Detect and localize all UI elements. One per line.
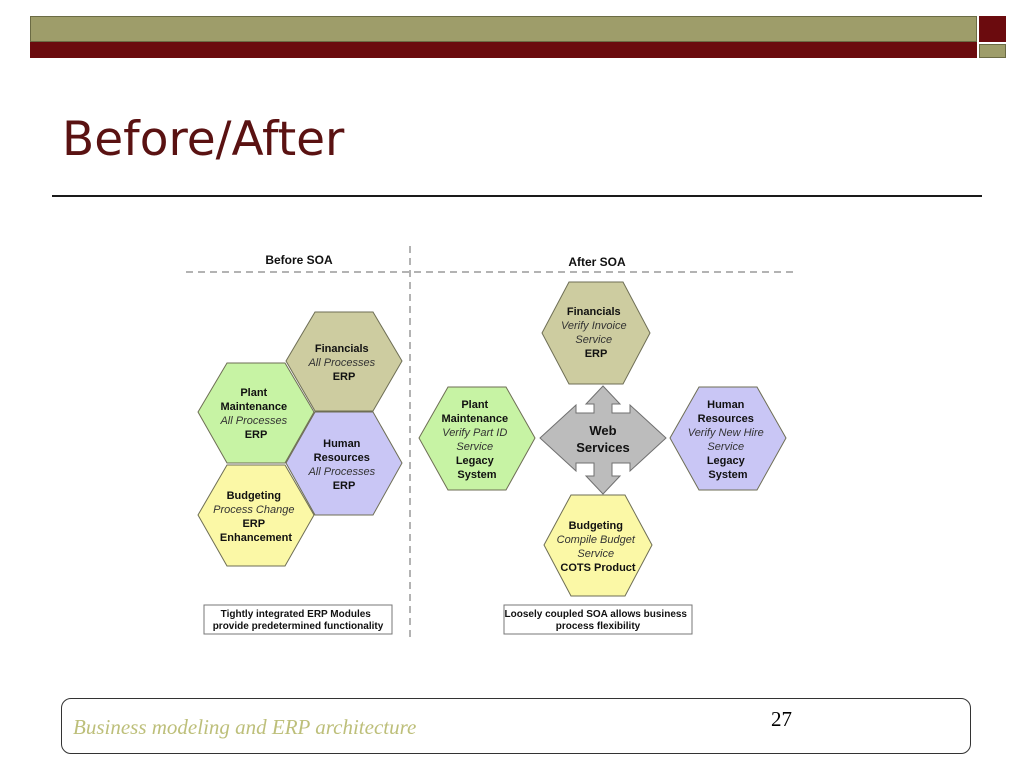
before-caption-text: Tightly integrated ERP Modules provide p… (213, 604, 384, 632)
after-budget-text: Budgeting Compile Budget Service COTS Pr… (557, 516, 640, 574)
web-services-label-line2: Services (576, 440, 630, 455)
banner-olive-bar (30, 16, 977, 42)
before-soa-header: Before SOA (265, 253, 333, 267)
before-human-text: Human Resources All Processes ERP (307, 434, 379, 492)
before-financials-text: Financials All Processes ERP (307, 339, 379, 383)
after-budget-hex (543, 494, 653, 597)
top-banner (30, 16, 1006, 58)
after-soa-header: After SOA (568, 255, 626, 269)
page-number: 27 (771, 707, 792, 731)
before-financials-hex (285, 311, 403, 412)
before-caption-box (203, 604, 393, 635)
before-plant-hex (197, 362, 315, 464)
after-human-hex (669, 386, 787, 491)
banner-maroon-bar (30, 42, 977, 58)
before-human-hex (285, 411, 403, 516)
web-services-arrow (539, 385, 667, 495)
title-underline (52, 195, 982, 197)
web-services-label-line1: Web (589, 423, 616, 438)
after-financials-text: Financials Verify Invoice Service ERP (561, 302, 631, 360)
after-human-text: Human Resources Verify New Hire Service … (688, 395, 768, 481)
after-plant-text: Plant Maintenance Verify Part ID Service… (441, 395, 512, 481)
after-plant-hex (418, 386, 536, 491)
slide-title: Before/After (62, 112, 345, 167)
before-budget-text: Budgeting Process Change ERP Enhancement (213, 486, 299, 544)
footer-box: Business modeling and ERP architecture 2… (61, 698, 971, 754)
banner-corner-square-bottom (979, 44, 1006, 58)
after-financials-hex (541, 281, 651, 385)
after-caption-box (503, 604, 693, 635)
before-plant-text: Plant Maintenance All Processes ERP (219, 383, 291, 441)
before-budget-hex (197, 464, 315, 567)
footer-text: Business modeling and ERP architecture (73, 715, 417, 739)
banner-corner-square-top (979, 16, 1006, 42)
after-caption-text: Loosely coupled SOA allows business proc… (505, 604, 692, 632)
